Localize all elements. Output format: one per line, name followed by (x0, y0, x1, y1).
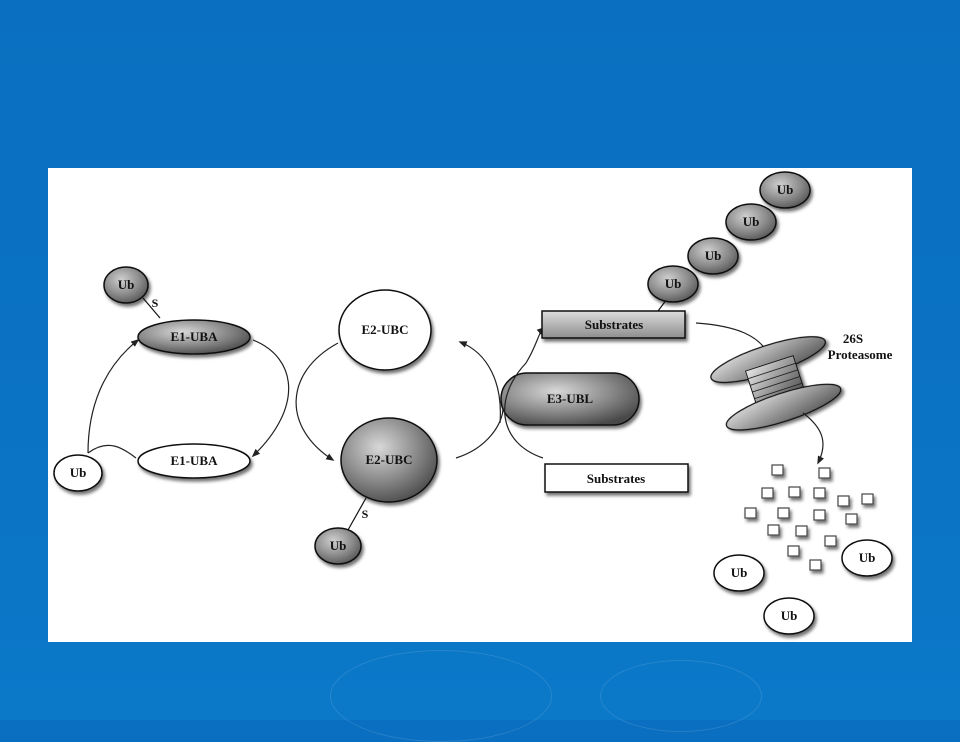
arrow-ub-to-e1 (87, 338, 140, 454)
ub-label: Ub (70, 465, 87, 480)
e2-ubc-free-label: E2-UBC (362, 322, 409, 337)
proteasome-label-line2: Proteasome (828, 347, 893, 362)
substrates-top-label: Substrates (585, 317, 644, 332)
background-ripple (600, 660, 762, 732)
diagram-canvas: Ub S E1-UBA Ub E1-UBA E2-UBC E2-UB (53, 171, 893, 635)
e1-uba-free: E1-UBA (137, 443, 251, 479)
arrow-ub-curve (87, 444, 137, 459)
ub-label: Ub (777, 182, 794, 197)
polyub-1: Ub (647, 265, 699, 303)
ub-label: Ub (330, 538, 347, 553)
e3-ubl-label: E3-UBL (547, 391, 594, 406)
ub-label: Ub (859, 550, 876, 565)
free-ub-left: Ub (53, 454, 103, 492)
ub-label: Ub (705, 248, 722, 263)
arrow-e1-return (251, 339, 290, 458)
ub-label: Ub (731, 565, 748, 580)
substrates-free: Substrates (544, 463, 689, 493)
proteasome-26s (710, 336, 842, 431)
ubiquitin-pathway-diagram: Ub S E1-UBA Ub E1-UBA E2-UBC E2-UB (48, 168, 912, 642)
released-ub-3: Ub (763, 597, 815, 635)
e1-uba-free-label: E1-UBA (171, 453, 219, 468)
proteasome-label-line1: 26S (843, 331, 863, 346)
released-ub-2: Ub (841, 539, 893, 577)
released-ub-1: Ub (713, 554, 765, 592)
polyub-2: Ub (687, 237, 739, 275)
substrates-bottom-label: Substrates (587, 471, 646, 486)
thioester-bond (142, 297, 161, 319)
polyub-4: Ub (759, 171, 811, 209)
arrow-e1-to-e2 (295, 342, 339, 461)
e1-uba-active-label: E1-UBA (171, 329, 219, 344)
arrow-to-peptides (802, 412, 825, 465)
arrow-to-e2-free (458, 341, 501, 424)
e3-ubl: E3-UBL (500, 372, 640, 426)
s-label-e2: S (362, 507, 369, 521)
substrates-ubiquitinated: Substrates (541, 310, 686, 339)
peptide-fragments (744, 464, 874, 571)
e2-ubc-free: E2-UBC (338, 289, 432, 371)
ub-label: Ub (781, 608, 798, 623)
polyub-3: Ub (725, 203, 777, 241)
e2-ubc-active: E2-UBC (340, 417, 438, 503)
s-label-e1: S (152, 296, 159, 310)
e1-uba-active: E1-UBA (137, 319, 251, 355)
thioester-bond (347, 497, 367, 531)
e2-ubc-active-label: E2-UBC (366, 452, 413, 467)
ub-on-e2: Ub (314, 527, 362, 565)
ub-label: Ub (743, 214, 760, 229)
arrow-e2-to-e3 (455, 407, 504, 459)
arrow-to-substrate (504, 326, 546, 459)
ub-label: Ub (118, 277, 135, 292)
ub-on-e1: Ub (103, 266, 149, 304)
ub-label: Ub (665, 276, 682, 291)
background-ripple (330, 650, 552, 742)
